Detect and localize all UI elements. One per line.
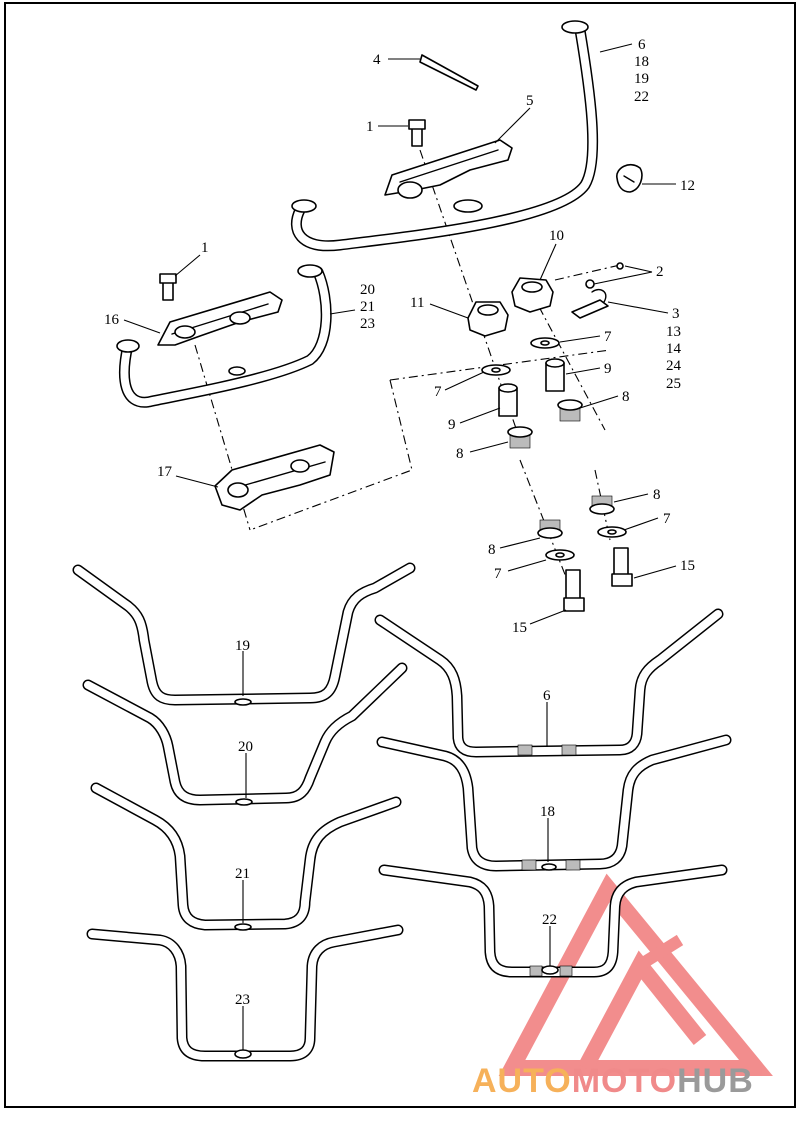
handlebar-variant-18 (376, 734, 732, 872)
callout-24: 24 (666, 358, 682, 374)
callout-6: 6 (638, 37, 646, 53)
callout-19: 19 (634, 71, 649, 87)
callout-20: 20 (360, 282, 375, 298)
leader-lines (123, 43, 677, 1050)
callout-11: 11 (410, 295, 424, 311)
bar-label-23: 23 (235, 992, 250, 1008)
handlebar-variant-6 (374, 608, 724, 758)
callout-21: 21 (360, 299, 375, 315)
callout-5: 5 (526, 93, 534, 109)
callout-1-left: 1 (201, 240, 209, 256)
bar-label-22: 22 (542, 912, 557, 928)
callout-25: 25 (666, 376, 681, 392)
handlebar-left-assembly (116, 264, 332, 408)
watermark-text: AUTOMOTOHUB (472, 1062, 754, 1101)
callout-8-c: 8 (653, 487, 661, 503)
callout-9-a: 9 (604, 361, 612, 377)
bar-label-6: 6 (543, 688, 551, 704)
callout-15-b: 15 (512, 620, 527, 636)
callout-1-top: 1 (366, 119, 374, 135)
callout-12: 12 (680, 178, 695, 194)
diagram-border (4, 2, 796, 1108)
handlebar-variant-19 (72, 562, 416, 706)
callout-7-c: 7 (663, 511, 671, 527)
watermark-hub: HUB (677, 1062, 754, 1100)
callout-7-d: 7 (494, 566, 502, 582)
callout-7-b: 7 (434, 384, 442, 400)
riser-hardware-stack (481, 337, 633, 612)
callout-15-a: 15 (680, 558, 695, 574)
watermark-auto: AUTO (472, 1062, 572, 1100)
callout-9-b: 9 (448, 417, 456, 433)
handlebar-top-assembly (290, 20, 643, 252)
bar-label-20: 20 (238, 739, 253, 755)
callout-13: 13 (666, 324, 681, 340)
watermark-logo (498, 873, 773, 1076)
callout-3: 3 (672, 306, 680, 322)
callout-8-a: 8 (622, 389, 630, 405)
callout-10: 10 (549, 228, 564, 244)
callout-17: 17 (157, 464, 173, 480)
handlebar-variant-20 (82, 662, 408, 806)
risers (467, 262, 624, 337)
callout-23: 23 (360, 316, 375, 332)
handlebar-variant-23 (86, 924, 404, 1062)
callout-14: 14 (666, 341, 682, 357)
callout-16: 16 (104, 312, 120, 328)
handlebar-variant-21 (90, 782, 402, 931)
callout-18: 18 (634, 54, 649, 70)
bar-label-21: 21 (235, 866, 250, 882)
callout-8-d: 8 (488, 542, 496, 558)
callout-22: 22 (634, 89, 649, 105)
bar-label-18: 18 (540, 804, 555, 820)
lower-clamp-17 (214, 444, 335, 511)
callout-2: 2 (656, 264, 664, 280)
handlebar-variant-22 (378, 864, 728, 978)
watermark-moto: MOTO (571, 1062, 678, 1100)
callout-4: 4 (373, 52, 381, 68)
callout-labels: 1 4 5 6 18 19 22 12 1 20 21 23 16 10 2 1… (104, 37, 695, 1008)
callout-7-a: 7 (604, 329, 612, 345)
bar-label-19: 19 (235, 638, 250, 654)
callout-8-b: 8 (456, 446, 464, 462)
